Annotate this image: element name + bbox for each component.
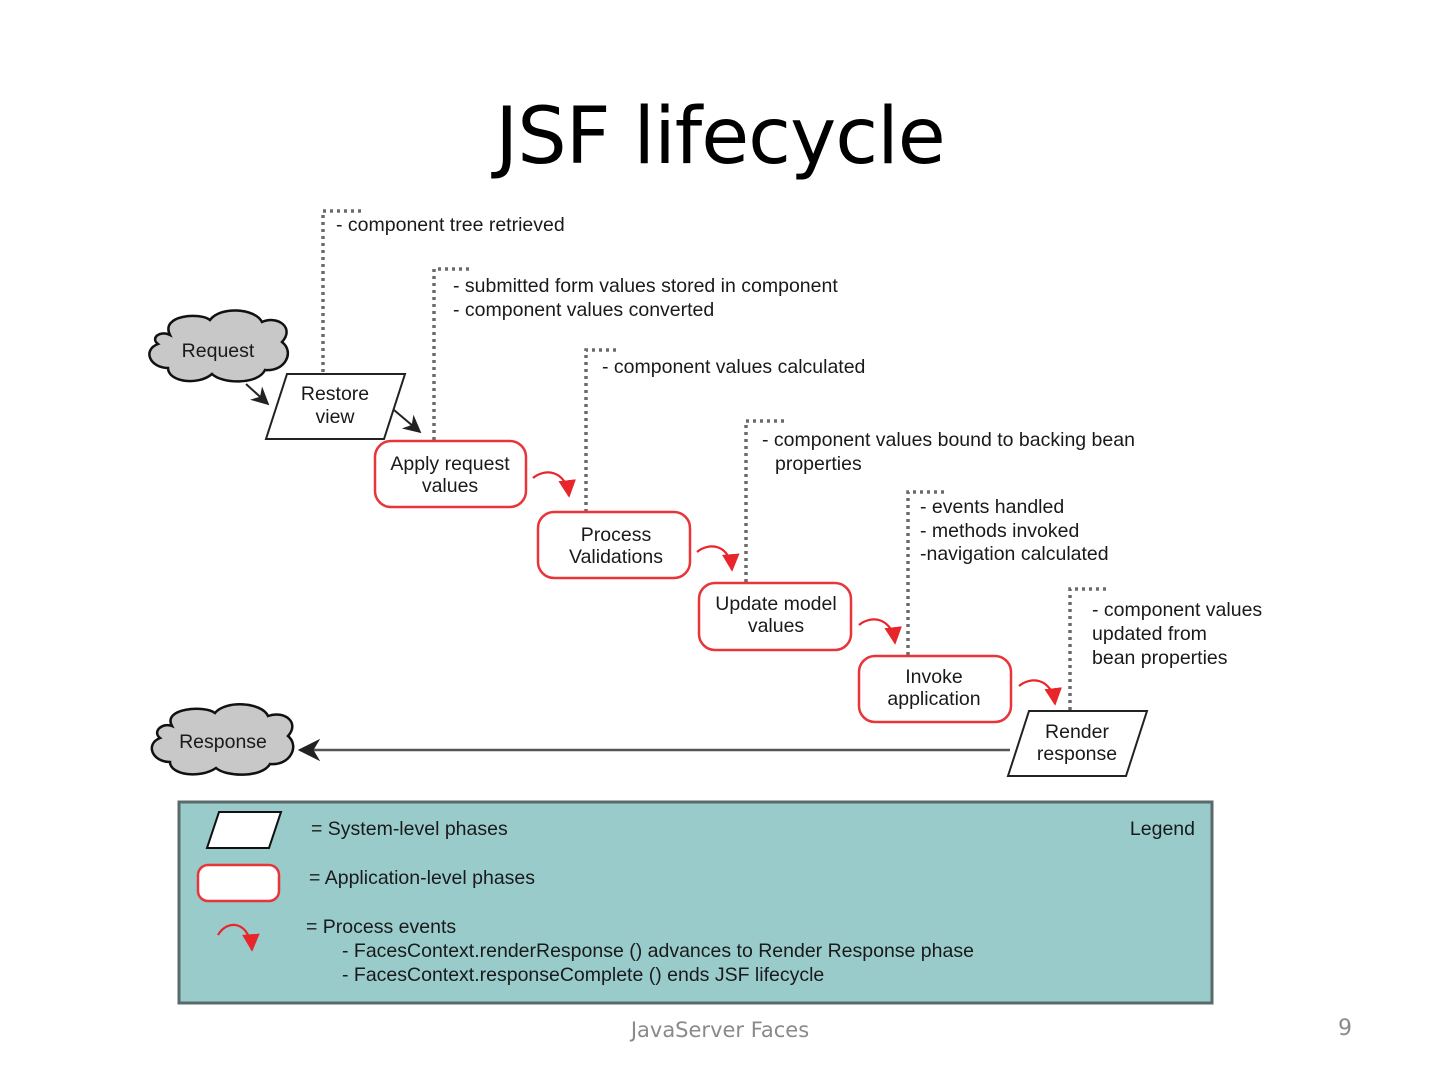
legend-events-detail-1: - FacesContext.renderResponse () advance… xyxy=(342,940,974,962)
callout-lines xyxy=(321,209,1108,710)
system-phase-shape xyxy=(1006,710,1149,777)
phase-label-line1: Render xyxy=(1045,721,1109,743)
phase-label-line2: Validations xyxy=(569,546,663,568)
callout-update-model xyxy=(744,419,784,582)
cloud-shape xyxy=(150,703,295,776)
application-phase-shape xyxy=(857,654,1013,724)
note-restore-view: - component tree retrieved xyxy=(336,214,565,236)
legend-title: Legend xyxy=(1130,818,1195,840)
process-event-arrows xyxy=(532,471,1062,706)
legend-events-label: = Process events xyxy=(306,916,456,938)
response-cloud: Response xyxy=(150,703,295,776)
legend-application-icon xyxy=(196,863,281,903)
phase-render-response: Render response xyxy=(1006,710,1149,777)
callout-render-response xyxy=(1068,587,1108,710)
legend-system-icon xyxy=(205,811,283,849)
phase-process-validations: Process Validations xyxy=(536,510,692,580)
system-phase-shape xyxy=(264,373,407,440)
request-cloud: Request xyxy=(148,309,289,383)
phase-notes: - component tree retrieved - submitted f… xyxy=(336,214,1262,669)
legend-event-arrow-icon xyxy=(217,923,260,952)
note-invoke-2: - methods invoked xyxy=(920,520,1079,542)
callout-apply-request xyxy=(432,267,470,440)
application-phase-shape xyxy=(536,510,692,580)
legend-events-detail-2: - FacesContext.responseComplete () ends … xyxy=(342,964,824,986)
slide-title: JSF lifecycle xyxy=(495,92,946,182)
note-render-2: updated from xyxy=(1092,623,1207,645)
phase-label-line1: Update model xyxy=(715,593,836,615)
page-number: 9 xyxy=(1338,1016,1352,1041)
note-update-model-1: - component values bound to backing bean xyxy=(762,429,1135,451)
event-arrow-icon xyxy=(696,545,740,572)
phase-restore-view: Restore view xyxy=(264,373,407,440)
restore-to-apply-arrow xyxy=(393,409,422,434)
note-render-1: - component values xyxy=(1092,599,1262,621)
phase-label-line2: response xyxy=(1037,743,1117,765)
request-arrow xyxy=(245,383,270,406)
phase-label-line2: values xyxy=(748,615,805,637)
phase-label-line1: Restore xyxy=(301,383,369,405)
phase-label-line1: Process xyxy=(581,524,652,546)
application-phase-shape xyxy=(697,581,853,652)
callout-process-validations xyxy=(584,348,617,512)
phase-invoke-application: Invoke application xyxy=(857,654,1013,724)
phase-label-line2: application xyxy=(887,688,980,710)
application-phase-shape xyxy=(373,439,528,509)
note-invoke-3: -navigation calculated xyxy=(920,543,1109,565)
event-arrow-icon xyxy=(1018,679,1062,706)
legend-system-label: = System-level phases xyxy=(311,818,508,840)
note-update-model-2: properties xyxy=(775,453,862,475)
cloud-shape xyxy=(148,309,289,383)
note-apply-request-1: - submitted form values stored in compon… xyxy=(453,275,838,297)
note-apply-request-2: - component values converted xyxy=(453,299,714,321)
legend: Legend = System-level phases = Applicati… xyxy=(177,800,1214,1005)
note-invoke-1: - events handled xyxy=(920,496,1064,518)
phase-label-line2: values xyxy=(422,475,479,497)
legend-application-label: = Application-level phases xyxy=(309,867,535,889)
note-process-validations: - component values calculated xyxy=(602,356,865,378)
phase-label-line2: view xyxy=(315,406,355,428)
slide-footer: JavaServer Faces xyxy=(630,1018,810,1042)
phase-update-model-values: Update model values xyxy=(697,581,853,652)
phase-apply-request-values: Apply request values xyxy=(373,439,528,509)
phase-label-line1: Apply request xyxy=(390,453,510,475)
response-label: Response xyxy=(179,731,267,753)
legend-box xyxy=(177,800,1214,1005)
request-label: Request xyxy=(182,340,255,362)
event-arrow-icon xyxy=(532,471,576,498)
phase-label-line1: Invoke xyxy=(905,666,962,688)
event-arrow-icon xyxy=(858,618,902,645)
callout-restore-view xyxy=(321,209,362,372)
callout-invoke-application xyxy=(906,490,946,655)
note-render-3: bean properties xyxy=(1092,647,1228,669)
